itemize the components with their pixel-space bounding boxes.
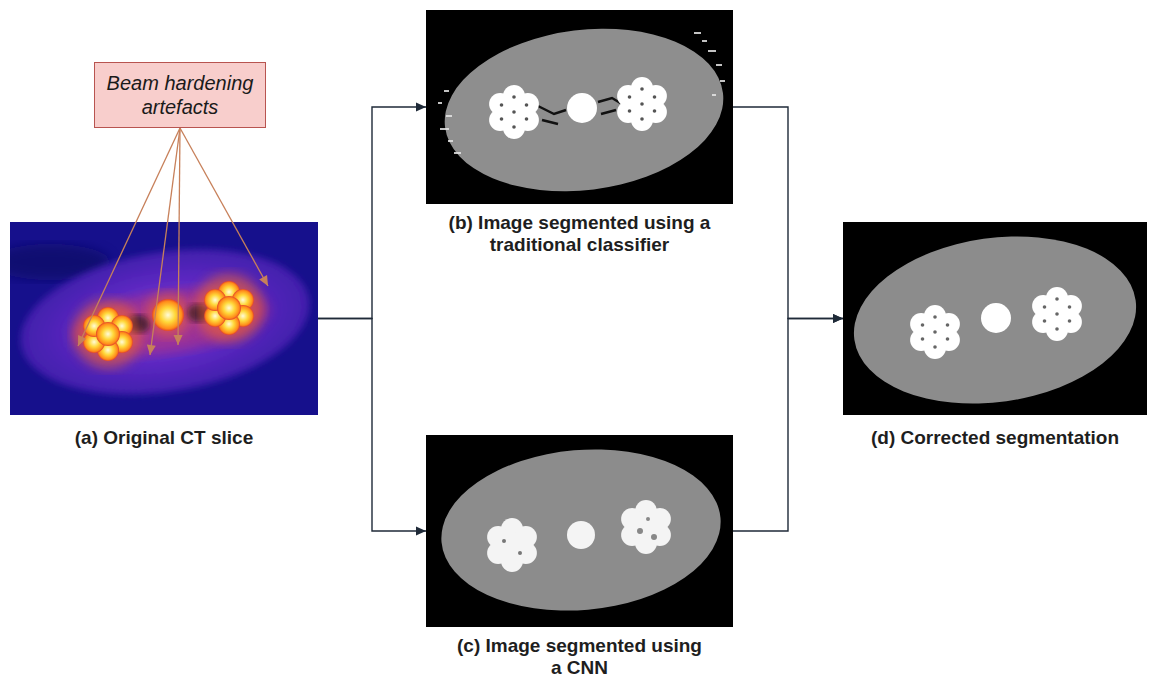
connector-line — [733, 107, 843, 319]
connector-line — [733, 319, 843, 532]
callout-text: Beam hardening artefacts — [101, 71, 259, 119]
corrected-segmentation-image — [843, 222, 1147, 415]
panel-caption: (d) Corrected segmentation — [843, 427, 1147, 449]
connector-line — [318, 107, 426, 319]
flow-connector — [318, 103, 426, 319]
image-panel: (d) Corrected segmentation — [843, 222, 1147, 451]
arrow-head — [416, 527, 426, 536]
flow-connector — [733, 107, 843, 323]
connector-line — [180, 128, 268, 286]
panel-caption: (b) Image segmented using a traditional … — [426, 212, 733, 256]
cnn-segmentation-image — [426, 435, 733, 627]
flow-connector — [318, 319, 426, 536]
panel-caption: (c) Image segmented using a CNN — [455, 635, 705, 679]
leader-arrow — [174, 128, 183, 345]
flow-connector — [733, 314, 843, 531]
arrow-head — [174, 335, 183, 345]
arrow-head — [416, 103, 426, 112]
connector-line — [78, 128, 180, 346]
classifier-segmentation-image — [426, 10, 733, 204]
connector-line — [178, 128, 180, 345]
arrow-head — [78, 335, 86, 346]
image-panel: (a) Original CT slice — [10, 222, 318, 451]
leader-arrow — [78, 128, 180, 346]
connector-line — [150, 128, 180, 355]
panel-caption: (a) Original CT slice — [10, 427, 318, 449]
image-panel: (c) Image segmented using a CNN — [426, 435, 733, 681]
image-panel: (b) Image segmented using a traditional … — [426, 10, 733, 258]
arrow-head — [259, 275, 268, 286]
arrow-head — [147, 344, 156, 355]
arrow-head — [833, 314, 843, 323]
connector-line — [318, 319, 426, 532]
arrow-head — [833, 314, 843, 323]
leader-arrow — [147, 128, 180, 355]
leader-arrow — [180, 128, 268, 286]
callout-box: Beam hardening artefacts — [94, 62, 266, 128]
